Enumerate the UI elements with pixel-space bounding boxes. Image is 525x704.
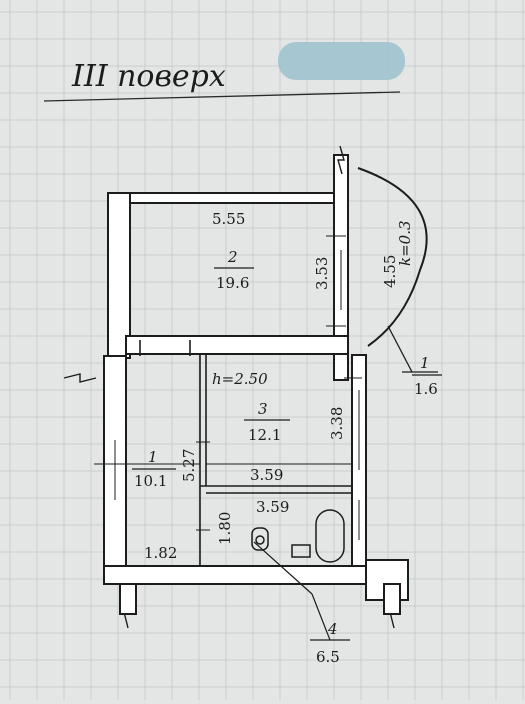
- room4-number: 4: [327, 620, 338, 638]
- break-left: [63, 373, 97, 383]
- title-underline: [43, 91, 401, 102]
- room1-area: 10.1: [134, 472, 167, 490]
- room4-area: 6.5: [316, 648, 340, 666]
- dim-room3-width: 3.59: [250, 466, 283, 484]
- sink-icon: [291, 544, 311, 558]
- break-top: [337, 145, 345, 175]
- room2-number: 2: [227, 248, 238, 266]
- dim-room2-width: 5.55: [212, 210, 245, 228]
- plan-labels: 5.55 2 19.6 3.53 4.55 k=0.3 1 1.6 h=2.50…: [134, 210, 438, 666]
- ceiling-height: h=2.50: [212, 370, 268, 388]
- wall-top: [107, 192, 335, 204]
- balcony-area: 1.6: [414, 380, 438, 398]
- balcony-number: 1: [420, 354, 430, 372]
- wall-left-upper: [107, 192, 131, 359]
- dim-room3-depth: 3.38: [328, 407, 346, 440]
- bathtub-icon: [315, 509, 345, 563]
- stair-walls: [119, 583, 401, 615]
- partition-middle: [125, 335, 349, 355]
- floor-title: III поверх: [71, 59, 226, 94]
- fraction-lines: [132, 267, 442, 470]
- balcony-outline: [357, 167, 428, 347]
- dim-room2-depth: 3.53: [313, 257, 331, 290]
- room4-leader-tail: [311, 593, 331, 641]
- room3-number: 3: [258, 400, 268, 418]
- bath-fixtures: [251, 509, 350, 641]
- stair-wall-right: [383, 583, 401, 615]
- room3-area: 12.1: [248, 426, 281, 444]
- toilet-icon: [251, 527, 269, 551]
- dimension-ticks: [94, 202, 362, 531]
- room4-leader: [253, 541, 313, 595]
- redaction-blur: [278, 42, 405, 80]
- toilet-bowl-icon: [255, 535, 265, 545]
- dim-bath-width: 3.59: [256, 498, 289, 516]
- inner-partitions: [114, 250, 360, 566]
- dim-corridor-width: 1.82: [144, 544, 177, 562]
- dim-balcony-length: 4.55: [381, 255, 399, 288]
- stair-wall-left: [119, 583, 137, 615]
- balcony-coef: k=0.3: [396, 220, 414, 266]
- room2-area: 19.6: [216, 274, 249, 292]
- dim-bath-depth: 1.80: [216, 512, 234, 545]
- dim-corridor-length: 5.27: [180, 449, 198, 482]
- balcony-leader: [387, 325, 413, 373]
- wall-bottom: [103, 565, 409, 585]
- room1-number: 1: [148, 448, 158, 466]
